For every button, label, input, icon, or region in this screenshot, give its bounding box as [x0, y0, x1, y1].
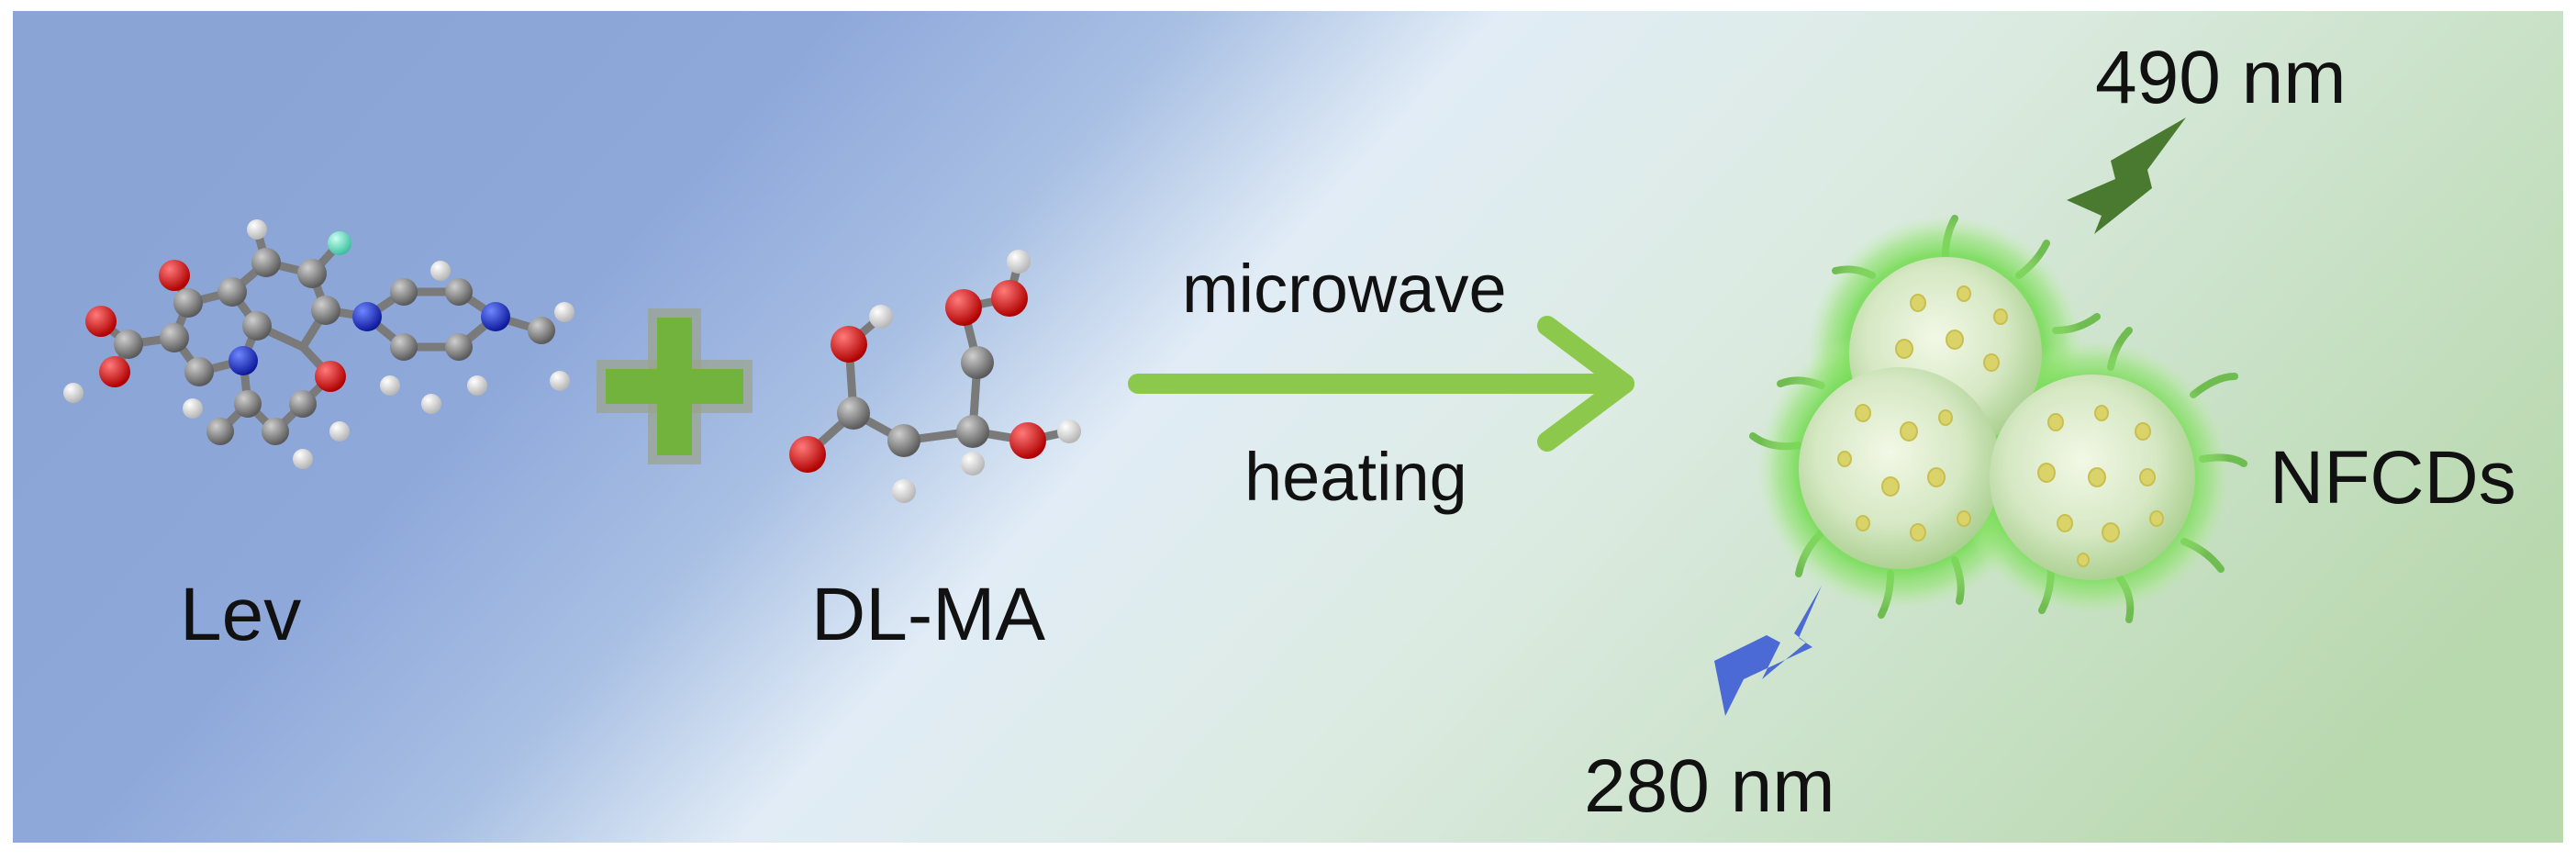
plus-icon	[597, 308, 753, 464]
dlma-molecule	[789, 250, 1081, 503]
excitation-wavelength-label: 280 nm	[1584, 744, 1835, 828]
lev-label: Lev	[180, 573, 301, 656]
emission-bolt-icon	[2067, 117, 2186, 234]
microwave-label: microwave	[1182, 251, 1507, 327]
nfcds-label: NFCDs	[2269, 436, 2516, 520]
heating-label: heating	[1244, 439, 1467, 515]
lev-molecule	[63, 219, 574, 469]
excitation-bolt-icon	[1714, 586, 1822, 716]
reaction-arrow	[1128, 316, 1634, 452]
emission-wavelength-label: 490 nm	[2095, 36, 2347, 119]
carbon-dots-cluster	[1749, 215, 2247, 623]
dlma-label: DL-MA	[811, 573, 1045, 656]
